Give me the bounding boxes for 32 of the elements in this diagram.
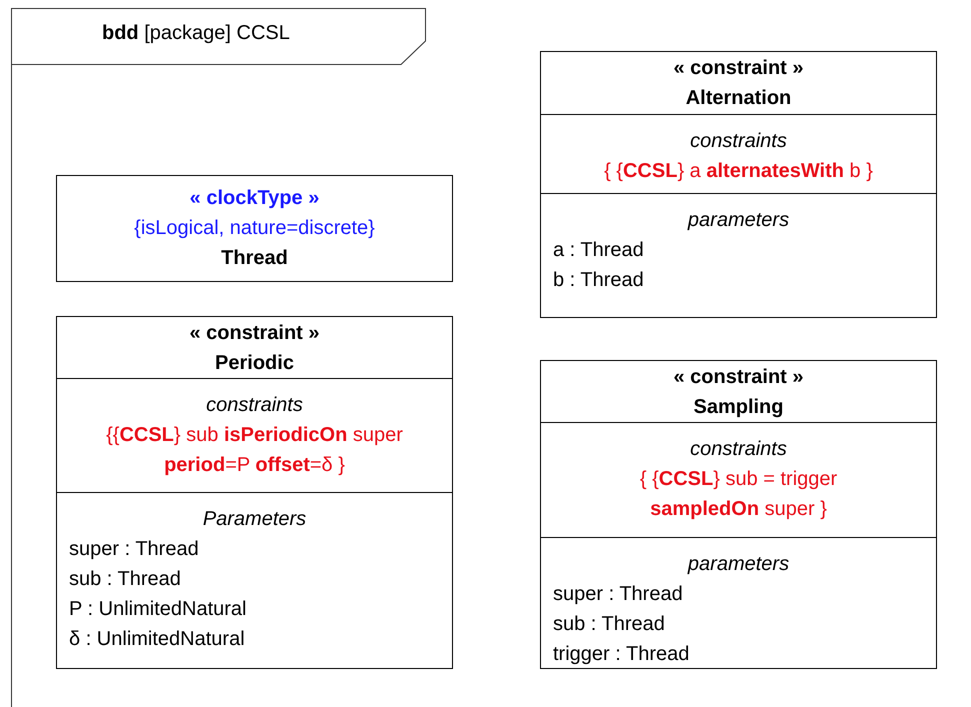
stereotype-label: « constraint »	[188, 321, 321, 346]
parameter-text: b : Thread	[552, 268, 645, 293]
stereotype-label: « constraint »	[672, 56, 805, 81]
compartment-heading: constraints	[689, 437, 788, 462]
parameter-text: sub : Thread	[68, 567, 182, 592]
stereotype-label: « constraint »	[672, 365, 805, 390]
constraint-text: {{CCSL} sub isPeriodicOn super period=P offset=δ }	[105, 423, 404, 478]
compartment-heading: constraints	[205, 393, 304, 418]
parameter-text: sub : Thread	[552, 612, 666, 637]
stereotype-label: « clockType »	[188, 186, 320, 211]
block	[56, 316, 453, 669]
stereotype-properties: {isLogical, nature=discrete}	[133, 216, 376, 241]
parameter-text: super : Thread	[68, 537, 200, 562]
frame-title: bdd [package] CCSL	[102, 22, 290, 45]
block-name: Periodic	[214, 351, 295, 376]
constraint-text: { {CCSL} a alternatesWith b }	[603, 159, 874, 184]
block-name: Sampling	[692, 395, 784, 420]
parameter-text: δ : UnlimitedNatural	[68, 627, 246, 652]
compartment-heading: parameters	[686, 208, 790, 233]
parameter-text: a : Thread	[552, 238, 645, 263]
block	[540, 51, 937, 318]
block-name: Alternation	[684, 86, 792, 111]
compartment-heading: Parameters	[202, 507, 308, 532]
compartment-heading: constraints	[689, 129, 788, 154]
constraint-text: { {CCSL} sub = trigger sampledOn super }	[638, 467, 838, 522]
block-name: Thread	[220, 246, 289, 271]
parameter-text: P : UnlimitedNatural	[68, 597, 248, 622]
block	[540, 360, 937, 669]
parameter-text: trigger : Thread	[552, 642, 690, 667]
compartment-heading: parameters	[686, 552, 790, 577]
block	[56, 175, 453, 282]
parameter-text: super : Thread	[552, 582, 684, 607]
